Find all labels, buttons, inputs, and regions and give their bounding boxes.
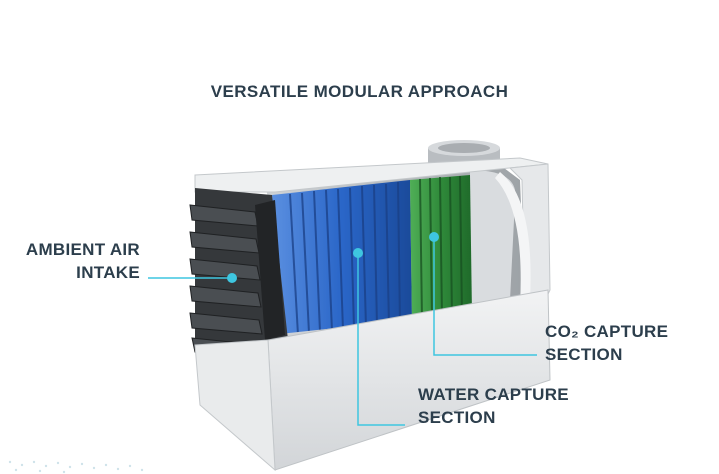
housing-front-panel <box>194 289 551 472</box>
co2-capture-section-label: CO₂ CAPTURE SECTION <box>545 320 668 366</box>
intake-label-line1: AMBIENT AIR <box>25 240 140 259</box>
water-callout-dot <box>353 248 363 258</box>
floor-dots <box>8 460 144 474</box>
water-callout-line <box>357 253 405 426</box>
water-label-line2: SECTION <box>418 408 496 427</box>
ambient-air-intake-label: AMBIENT AIR INTAKE <box>20 238 140 284</box>
intake-callout-dot <box>227 273 237 283</box>
water-label-line1: WATER CAPTURE <box>418 385 569 404</box>
water-capture-module <box>272 180 412 336</box>
co2-callout-line <box>433 237 537 356</box>
callout-dots <box>227 232 439 283</box>
water-capture-section-label: WATER CAPTURE SECTION <box>418 383 569 429</box>
diagram-title: VERSATILE MODULAR APPROACH <box>210 82 509 101</box>
co2-label-line1: CO₂ CAPTURE <box>545 322 669 341</box>
callout-lines <box>148 237 537 426</box>
co2-capture-module <box>410 175 472 322</box>
co2-label-line2: SECTION <box>545 345 623 364</box>
co2-callout-dot <box>429 232 439 242</box>
intake-label-line2: INTAKE <box>76 263 140 282</box>
